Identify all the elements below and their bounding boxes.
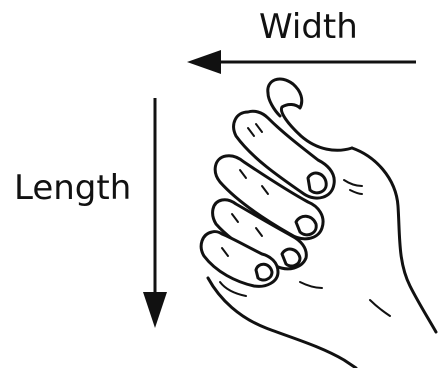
crease-10	[350, 190, 362, 194]
palm-outline	[352, 148, 436, 332]
width-label: Width	[259, 10, 358, 44]
hand-icon	[201, 79, 436, 368]
length-arrow	[143, 98, 167, 328]
crease-12	[300, 282, 322, 288]
width-arrow	[187, 50, 416, 74]
crease-9	[344, 180, 362, 186]
width-arrow-head	[187, 50, 221, 74]
crease-11	[370, 300, 390, 316]
length-label: Length	[14, 171, 131, 205]
length-arrow-head	[143, 292, 167, 328]
